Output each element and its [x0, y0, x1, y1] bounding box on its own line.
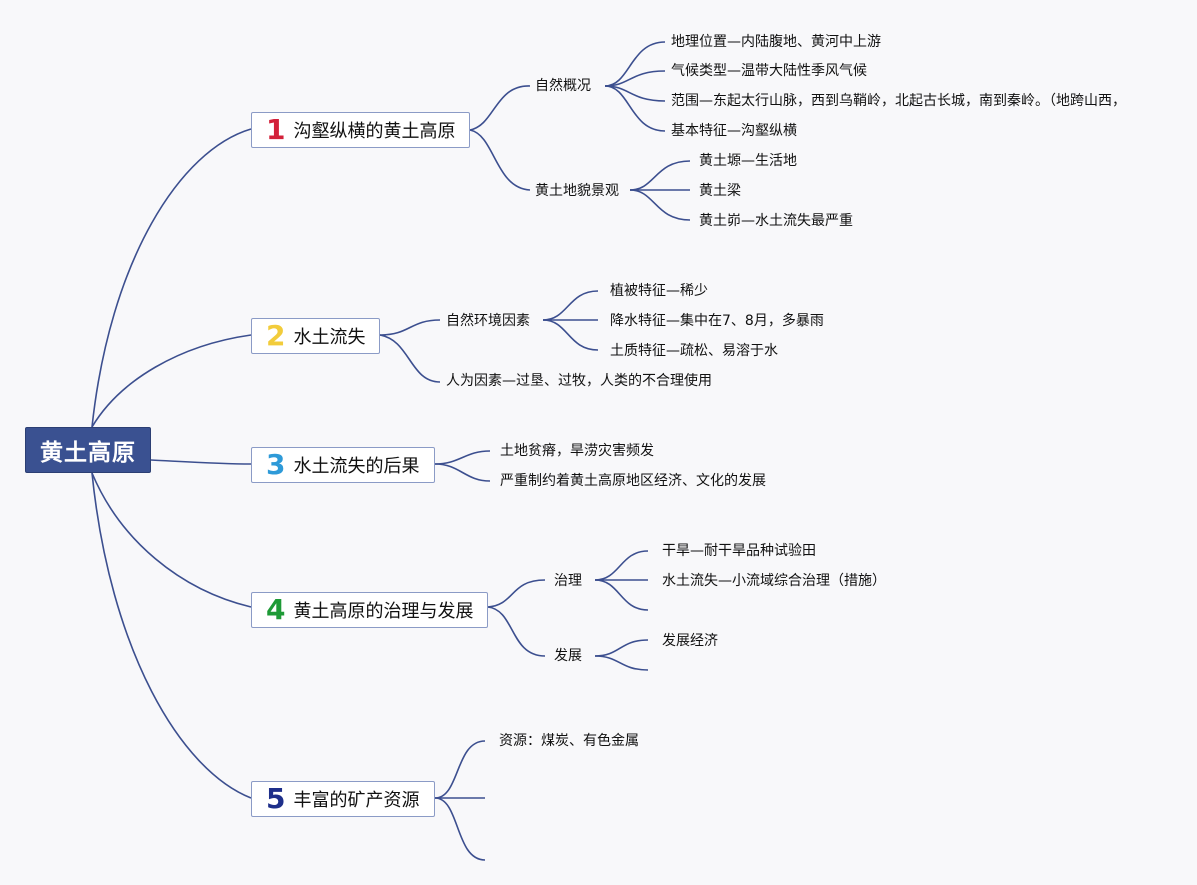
- leaf-drought[interactable]: 干旱—耐干旱品种试验田: [662, 543, 816, 559]
- leaf-climate[interactable]: 气候类型—温带大陆性季风气候: [671, 63, 867, 79]
- leaf-resources[interactable]: 资源：煤炭、有色金属: [499, 733, 639, 749]
- topic-1-label: 沟壑纵横的黄土高原: [293, 121, 456, 142]
- subtopic-loess-landform[interactable]: 黄土地貌景观: [535, 183, 619, 199]
- topic-3[interactable]: 3 水土流失的后果: [251, 447, 435, 483]
- leaf-location[interactable]: 地理位置—内陆腹地、黄河中上游: [671, 34, 881, 50]
- topic-5[interactable]: 5 丰富的矿产资源: [251, 781, 435, 817]
- number-badge-5: 5: [266, 782, 286, 815]
- leaf-erosion-control[interactable]: 水土流失—小流域综合治理（措施）: [662, 573, 886, 589]
- subtopic-natural-overview[interactable]: 自然概况: [535, 78, 591, 94]
- leaf-barren-land[interactable]: 土地贫瘠，旱涝灾害频发: [500, 443, 654, 459]
- topic-4[interactable]: 4 黄土高原的治理与发展: [251, 592, 488, 628]
- number-badge-4: 4: [266, 593, 286, 626]
- leaf-feature[interactable]: 基本特征—沟壑纵横: [671, 123, 797, 139]
- topic-5-label: 丰富的矿产资源: [293, 790, 420, 811]
- leaf-range[interactable]: 范围—东起太行山脉，西到乌鞘岭，北起古长城，南到秦岭。（地跨山西，: [671, 93, 1126, 109]
- leaf-vegetation[interactable]: 植被特征—稀少: [610, 283, 708, 299]
- leaf-soil[interactable]: 土质特征—疏松、易溶于水: [610, 343, 778, 359]
- leaf-develop-economy[interactable]: 发展经济: [662, 633, 718, 649]
- number-badge-1: 1: [266, 113, 286, 146]
- central-topic[interactable]: 黄土高原: [25, 427, 151, 473]
- subtopic-governance[interactable]: 治理: [554, 573, 582, 589]
- number-badge-3: 3: [266, 448, 286, 481]
- topic-4-label: 黄土高原的治理与发展: [293, 601, 474, 622]
- topic-2[interactable]: 2 水土流失: [251, 318, 380, 354]
- topic-3-label: 水土流失的后果: [293, 456, 420, 477]
- subtopic-development[interactable]: 发展: [554, 648, 582, 664]
- number-badge-2: 2: [266, 319, 286, 352]
- leaf-precipitation[interactable]: 降水特征—集中在7、8月，多暴雨: [610, 313, 824, 329]
- leaf-ridge[interactable]: 黄土梁: [699, 183, 741, 199]
- topic-1[interactable]: 1 沟壑纵横的黄土高原: [251, 112, 470, 148]
- subtopic-natural-factors[interactable]: 自然环境因素: [446, 313, 530, 329]
- subtopic-human-factors[interactable]: 人为因素—过垦、过牧，人类的不合理使用: [446, 373, 712, 389]
- leaf-restricts-development[interactable]: 严重制约着黄土高原地区经济、文化的发展: [500, 473, 766, 489]
- topic-2-label: 水土流失: [293, 327, 366, 348]
- leaf-tableland[interactable]: 黄土塬—生活地: [699, 153, 797, 169]
- leaf-hill[interactable]: 黄土峁—水土流失最严重: [699, 213, 853, 229]
